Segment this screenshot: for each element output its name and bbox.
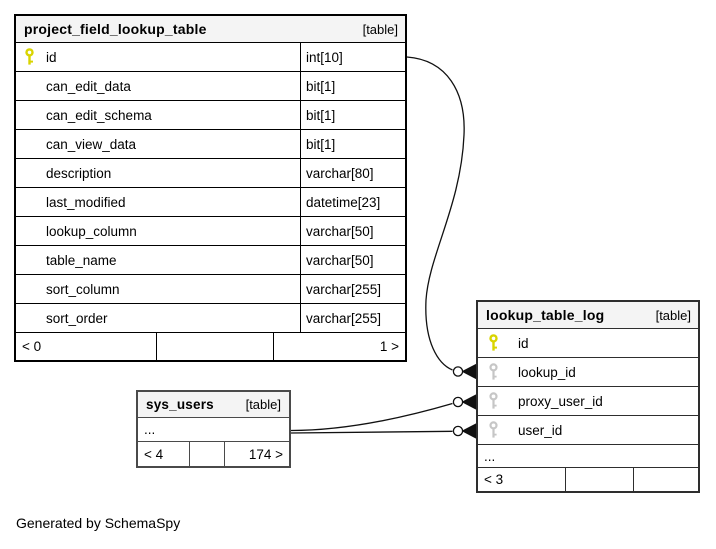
column-type: bit[1] [300, 72, 405, 100]
table-header: project_field_lookup_table [table] [16, 16, 405, 43]
crowfoot-proxy-user-id [461, 394, 477, 410]
column-name: lookup_column [46, 223, 137, 239]
column-name: id [518, 335, 529, 351]
crowfoot-user-id [461, 423, 477, 439]
column-type: int[10] [300, 43, 405, 71]
parents-count: 174 > [224, 442, 289, 466]
zero-dot-proxy-user-id [452, 396, 464, 408]
column-row-table-name: table_name varchar[50] [16, 246, 405, 275]
crowfoot-lookup-id [461, 363, 477, 380]
column-row-id: id int[10] [16, 43, 405, 72]
table-type-badge: [table] [362, 21, 398, 37]
column-type: varchar[80] [300, 159, 405, 187]
column-type: datetime[23] [300, 188, 405, 216]
table-header: sys_users [table] [138, 392, 289, 418]
column-name: can_view_data [46, 136, 137, 152]
column-type: varchar[50] [300, 246, 405, 274]
table-title[interactable]: lookup_table_log [486, 307, 605, 323]
parents-count: 1 > [273, 333, 405, 360]
table-type-badge: [table] [245, 397, 281, 412]
column-name: description [46, 165, 112, 181]
column-type: varchar[255] [300, 275, 405, 303]
table-title[interactable]: sys_users [146, 397, 214, 412]
table-sys-users: sys_users [table] ... < 4 174 > [136, 390, 291, 468]
children-count: < 3 [484, 472, 504, 487]
column-row-id: id [478, 329, 698, 358]
column-row-last-modified: last_modified datetime[23] [16, 188, 405, 217]
zero-dot-lookup-id [452, 366, 464, 377]
table-lookup-table-log: lookup_table_log [table] id [476, 300, 700, 493]
table-title[interactable]: project_field_lookup_table [24, 21, 207, 37]
column-row-can-view-data: can_view_data bit[1] [16, 130, 405, 159]
table-header: lookup_table_log [table] [478, 302, 698, 329]
column-row-lookup-id: lookup_id [478, 358, 698, 387]
column-row-sort-order: sort_order varchar[255] [16, 304, 405, 333]
column-type: varchar[50] [300, 217, 405, 245]
column-type: bit[1] [300, 101, 405, 129]
table-footer: < 4 174 > [138, 442, 289, 466]
column-name: sort_order [46, 310, 108, 326]
column-name: proxy_user_id [518, 393, 603, 409]
foreign-key-icon [488, 392, 518, 410]
children-count: < 0 [22, 339, 42, 354]
table-footer: < 3 [478, 468, 698, 491]
column-name: sort_column [46, 281, 120, 297]
foreign-key-icon [488, 363, 518, 381]
column-row-user-id: user_id [478, 416, 698, 445]
table-type-badge: [table] [655, 307, 691, 323]
foreign-key-icon [488, 421, 518, 439]
hidden-columns-ellipsis: ... [478, 445, 698, 468]
zero-dot-user-id [452, 425, 464, 437]
footer-spacer [156, 333, 273, 360]
column-row-can-edit-schema: can_edit_schema bit[1] [16, 101, 405, 130]
column-type: varchar[255] [300, 304, 405, 332]
column-row-proxy-user-id: proxy_user_id [478, 387, 698, 416]
table-footer: < 0 1 > [16, 333, 405, 360]
children-count: < 4 [144, 446, 164, 462]
primary-key-icon [24, 48, 46, 66]
column-name: can_edit_schema [46, 107, 152, 123]
relationship-line-sysusers-user-id [290, 430, 453, 434]
relationship-line-id-lookup-id [406, 56, 465, 371]
column-name: can_edit_data [46, 78, 131, 94]
hidden-columns-ellipsis: ... [138, 418, 289, 442]
footer-spacer [189, 442, 224, 466]
column-type: bit[1] [300, 130, 405, 158]
table-project-field-lookup-table: project_field_lookup_table [table] id in… [14, 14, 407, 362]
column-name: user_id [518, 422, 563, 438]
column-row-sort-column: sort_column varchar[255] [16, 275, 405, 304]
column-name: lookup_id [518, 364, 576, 380]
footer-spacer [565, 468, 633, 491]
column-row-description: description varchar[80] [16, 159, 405, 188]
column-name: table_name [46, 252, 117, 268]
generator-note: Generated by SchemaSpy [16, 515, 181, 531]
primary-key-icon [488, 334, 518, 352]
parents-count [633, 468, 698, 491]
column-row-lookup-column: lookup_column varchar[50] [16, 217, 405, 246]
relationship-line-sysusers-proxy-user-id [290, 402, 453, 432]
column-row-can-edit-data: can_edit_data bit[1] [16, 72, 405, 101]
column-name: last_modified [46, 194, 126, 210]
column-name: id [46, 49, 57, 65]
